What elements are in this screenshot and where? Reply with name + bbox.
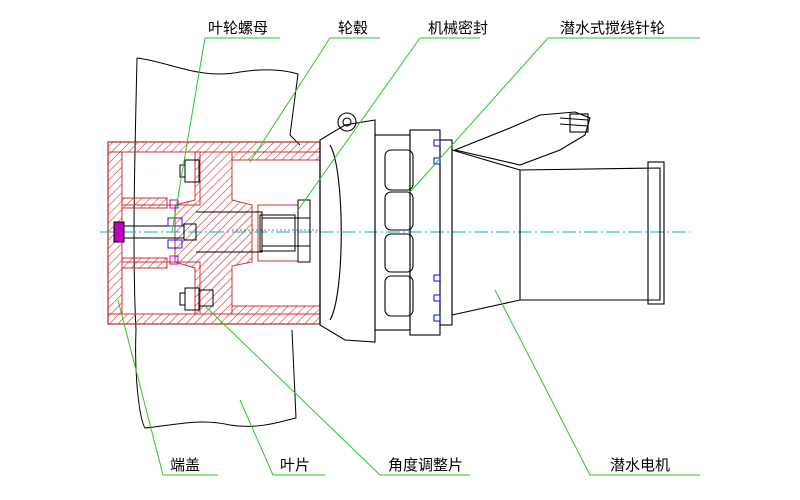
label-submersible-motor: 潜水电机 <box>610 456 670 474</box>
motor-front <box>319 112 453 343</box>
shaft <box>196 199 311 263</box>
label-submersible-mixer: 潜水式搅线针轮 <box>560 19 665 37</box>
hub-housing <box>107 141 321 325</box>
label-hub: 轮毂 <box>338 19 368 37</box>
label-angle-plate: 角度调整片 <box>388 456 463 474</box>
blade-outline <box>133 57 301 429</box>
leader-lines <box>117 37 700 476</box>
label-blade: 叶片 <box>280 456 310 474</box>
motor-body <box>451 111 665 316</box>
angle-screws <box>169 159 214 311</box>
label-end-cap: 端盖 <box>170 456 200 474</box>
impeller-nut-bolt <box>113 217 197 249</box>
label-mechanical-seal: 机械密封 <box>428 19 488 37</box>
label-impeller-nut: 叶轮螺母 <box>208 19 268 37</box>
